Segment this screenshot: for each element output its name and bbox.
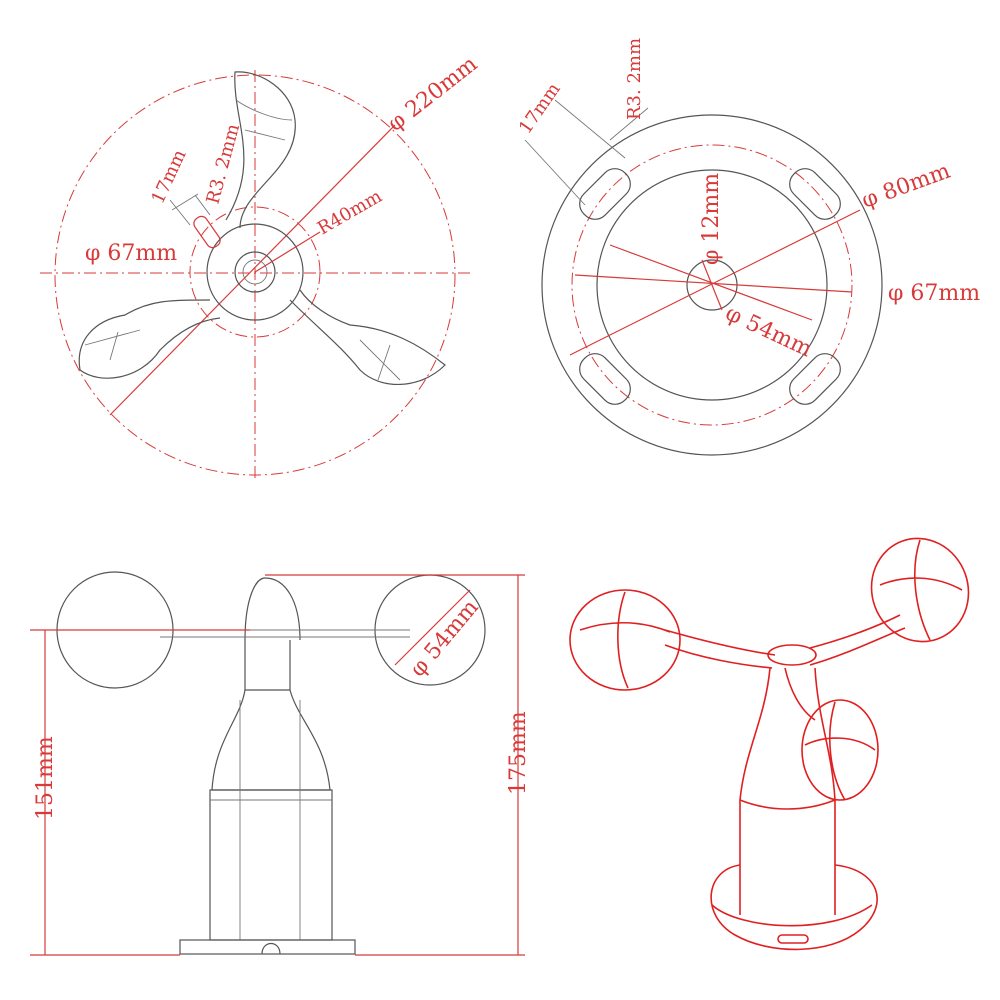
hub-core	[242, 259, 268, 285]
hub-outer	[206, 223, 304, 321]
iso-cup-front-lines	[804, 701, 876, 801]
side-body-base	[209, 789, 333, 941]
label-dia-80: φ 80mm	[859, 159, 954, 214]
flange-bolt-circle	[571, 144, 853, 426]
slot-bl	[579, 353, 631, 405]
iso-cup-top-right	[870, 537, 970, 643]
label-dia-12: φ 12mm	[699, 173, 724, 265]
cup-up	[235, 99, 293, 141]
side-body-taper	[211, 689, 331, 791]
iso-hub	[767, 644, 817, 666]
iso-cup-front	[801, 699, 879, 801]
dim-cup-54-line	[394, 589, 471, 666]
top-plan-view: φ 220mm φ 67mm R40mm 17mm R3. 2mm	[40, 52, 482, 480]
side-cup-center	[244, 577, 301, 641]
cup-left	[84, 329, 141, 361]
base-plan-view: 17mm R3. 2mm φ 80mm φ 67mm φ 12mm φ 54mm	[515, 38, 980, 456]
hub-circle-80	[189, 206, 321, 338]
side-elevation: 151mm 175mm φ 54mm	[30, 571, 531, 956]
arm-up	[225, 71, 296, 229]
side-foot-notch	[261, 942, 281, 955]
slot-dim-a	[524, 139, 586, 206]
side-body-neck	[244, 640, 291, 691]
iso-cup-top-right-lines	[879, 539, 963, 641]
dim-line-r40	[254, 231, 321, 273]
slot-dim-1	[169, 199, 191, 226]
label-cup-54: φ 54mm	[405, 595, 483, 682]
flange-outer	[541, 114, 883, 456]
slot-dim-2	[194, 194, 211, 216]
label-dia-67: φ 67mm	[85, 241, 177, 266]
label-dia-220: φ 220mm	[383, 52, 482, 137]
iso-arm-left	[664, 629, 776, 669]
iso-body-band	[739, 799, 836, 810]
hub-slot	[193, 215, 221, 249]
arm-right	[289, 289, 446, 386]
slot-dim-3	[171, 193, 199, 211]
arm-left	[78, 299, 221, 379]
isometric-view	[569, 537, 970, 951]
slot-dim-b	[554, 99, 626, 159]
label-dia-54: φ 54mm	[721, 301, 815, 363]
hub-inner	[234, 251, 276, 293]
slot-dim-c	[609, 107, 649, 141]
iso-foot-lip	[711, 904, 873, 927]
slot-tr	[789, 168, 841, 220]
iso-foot-slot	[777, 934, 809, 944]
label-base-slot-r: R3. 2mm	[624, 38, 645, 120]
slot-tl	[579, 168, 631, 220]
label-151: 151mm	[33, 736, 58, 820]
side-foot	[179, 939, 356, 955]
flange-inner	[596, 169, 828, 401]
dim-line-80	[569, 209, 861, 356]
iso-body	[739, 667, 836, 915]
dim-line-220	[109, 124, 396, 416]
label-base-slot-17: 17mm	[515, 79, 565, 138]
iso-cup-left-lines	[579, 591, 671, 689]
label-175: 175mm	[506, 711, 531, 795]
label-base-dia-67: φ 67mm	[888, 281, 980, 306]
iso-cup-left	[569, 589, 681, 691]
label-r40: R40mm	[314, 186, 386, 239]
iso-arm-front	[784, 667, 816, 721]
slot-br	[789, 353, 841, 405]
cup-right	[359, 339, 401, 381]
iso-arm-right	[809, 614, 906, 666]
iso-foot	[710, 864, 878, 951]
label-slot-17: 17mm	[147, 147, 190, 208]
dim-line-12	[701, 259, 723, 311]
